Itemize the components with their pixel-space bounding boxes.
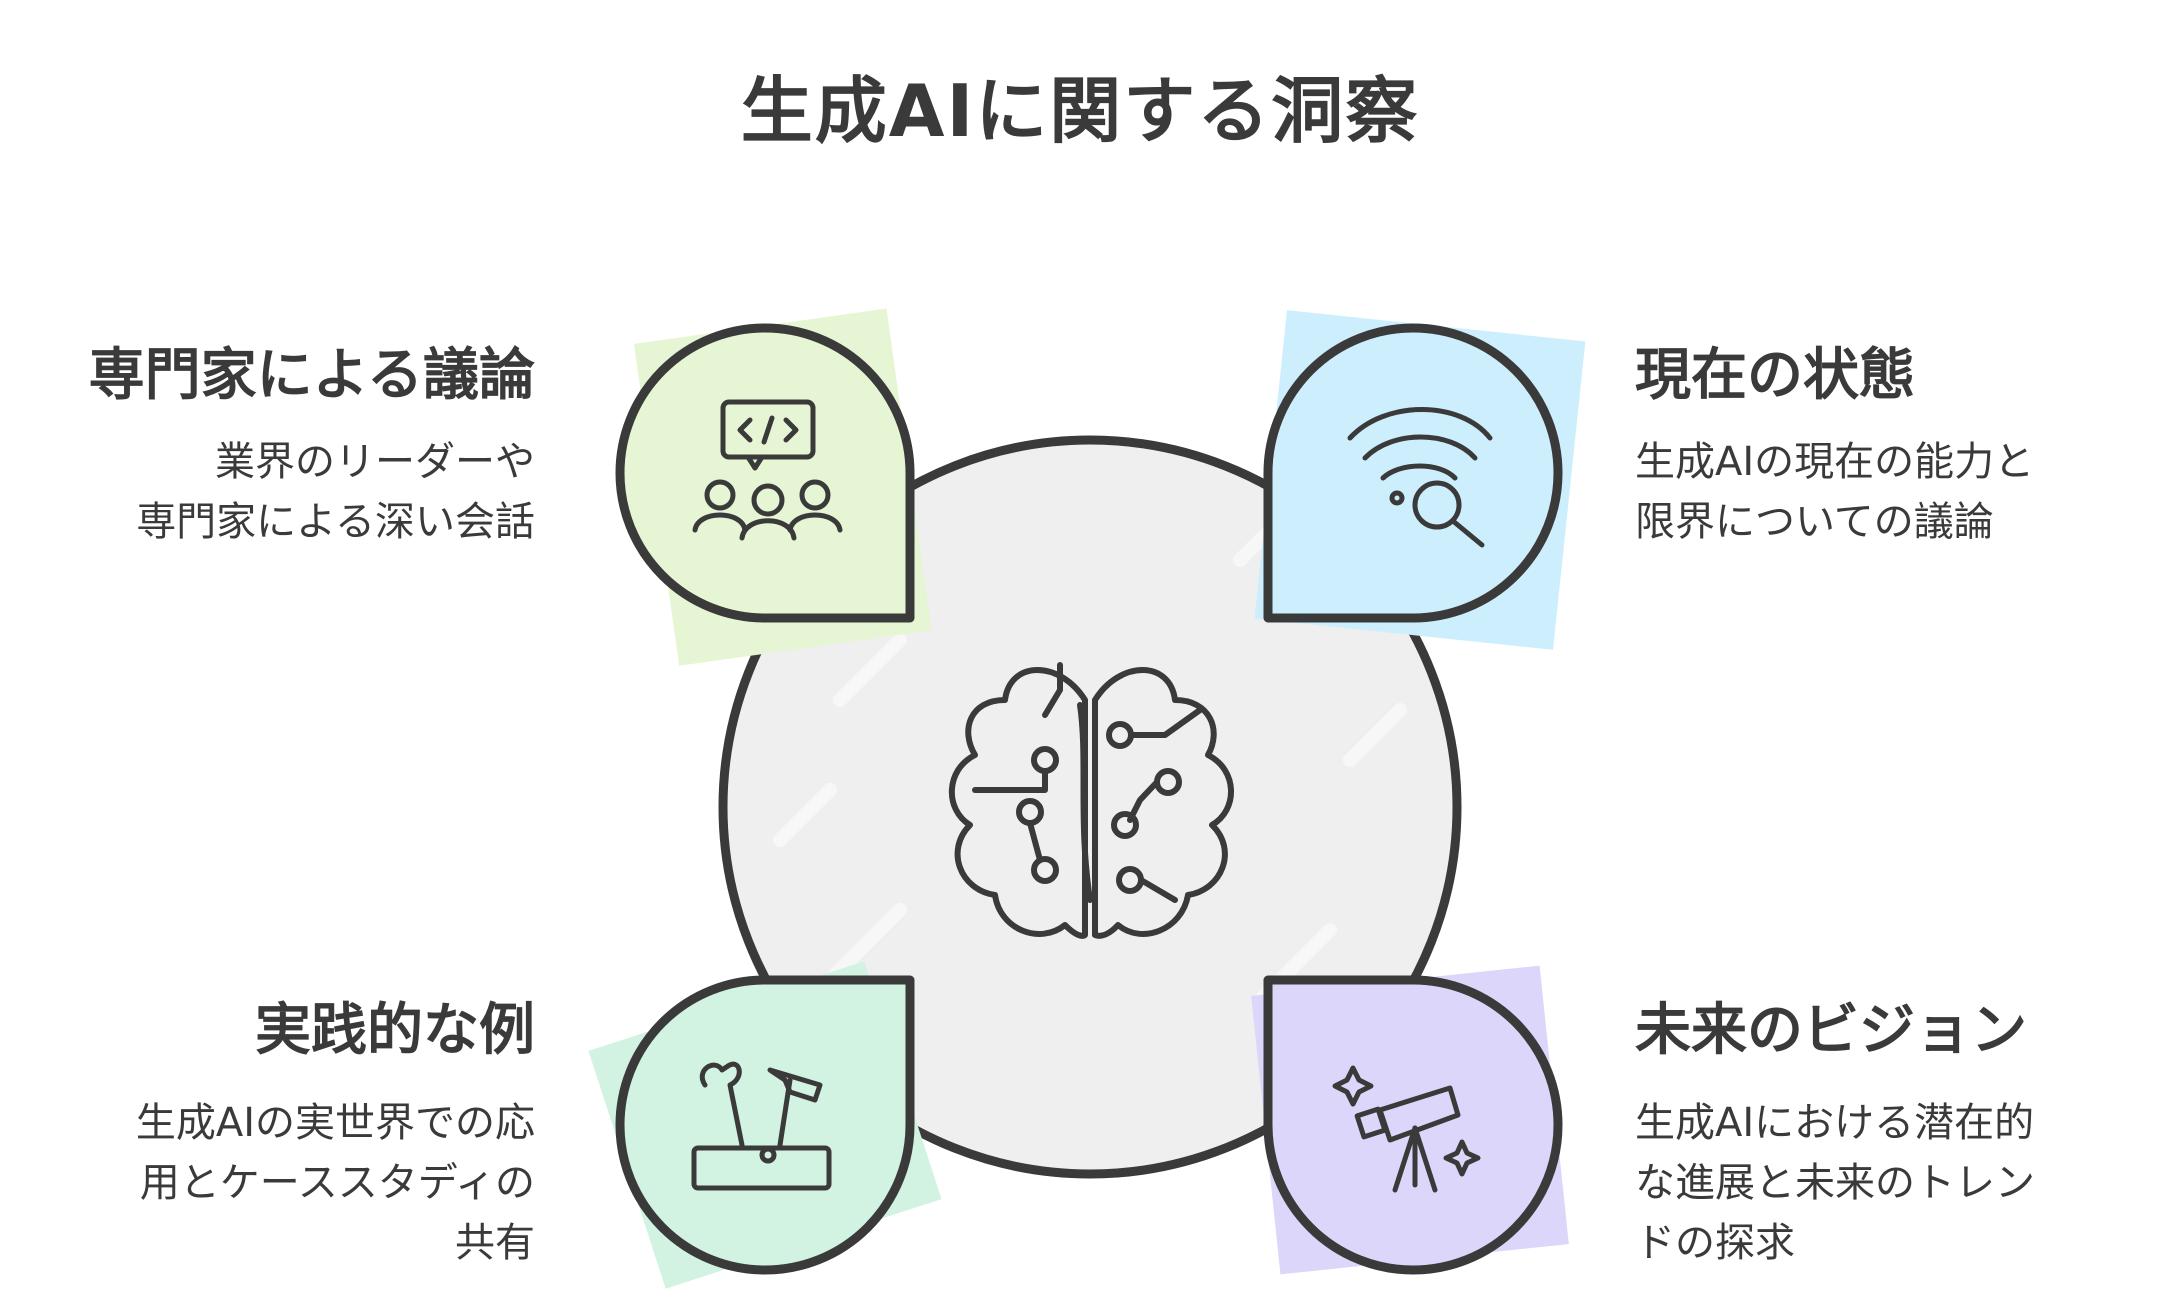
page-title: 生成AIに関する洞察 (740, 69, 1420, 153)
current-state-node (1254, 310, 1586, 650)
telescope-icon (1332, 1065, 1481, 1193)
future-description: 生成AIにおける潜在的 な進展と未来のトレン ドの探求 (1635, 1093, 2035, 1273)
signal-search-icon (1347, 407, 1493, 548)
current-description: 生成AIの現在の能力と 限界についての議論 (1635, 432, 2034, 552)
future-desc-line-3: ドの探求 (1635, 1220, 1795, 1266)
expert-desc-line-2: 専門家による深い会話 (136, 499, 535, 545)
future-desc-line-1: 生成AIにおける潜在的 (1635, 1100, 2035, 1146)
practical-desc-line-3: 共有 (455, 1220, 535, 1266)
brain-circuit-icon (948, 662, 1234, 939)
expert-desc-line-1: 業界のリーダーや (215, 439, 535, 485)
practical-description: 生成AIの実世界での応 用とケーススタディの 共有 (136, 1093, 535, 1273)
practical-desc-line-1: 生成AIの実世界での応 (135, 1100, 535, 1146)
practical-desc-line-2: 用とケーススタディの (139, 1160, 535, 1206)
expert-description: 業界のリーダーや 専門家による深い会話 (136, 432, 535, 552)
future-vision-node (1251, 965, 1569, 1275)
expert-discussion-node (615, 308, 932, 666)
practical-examples-node (588, 961, 942, 1289)
current-desc-line-1: 生成AIの現在の能力と (1635, 439, 2035, 485)
practical-heading: 実践的な例 (255, 998, 535, 1063)
current-desc-line-2: 限界についての議論 (1635, 499, 1994, 545)
code-team-icon (692, 399, 843, 541)
future-heading: 未来のビジョン (1635, 998, 2027, 1063)
expert-heading: 専門家による議論 (88, 343, 535, 408)
current-heading: 現在の状態 (1635, 343, 1915, 408)
toolbox-icon (691, 1061, 832, 1191)
future-desc-line-2: な進展と未来のトレン (1635, 1160, 2035, 1206)
